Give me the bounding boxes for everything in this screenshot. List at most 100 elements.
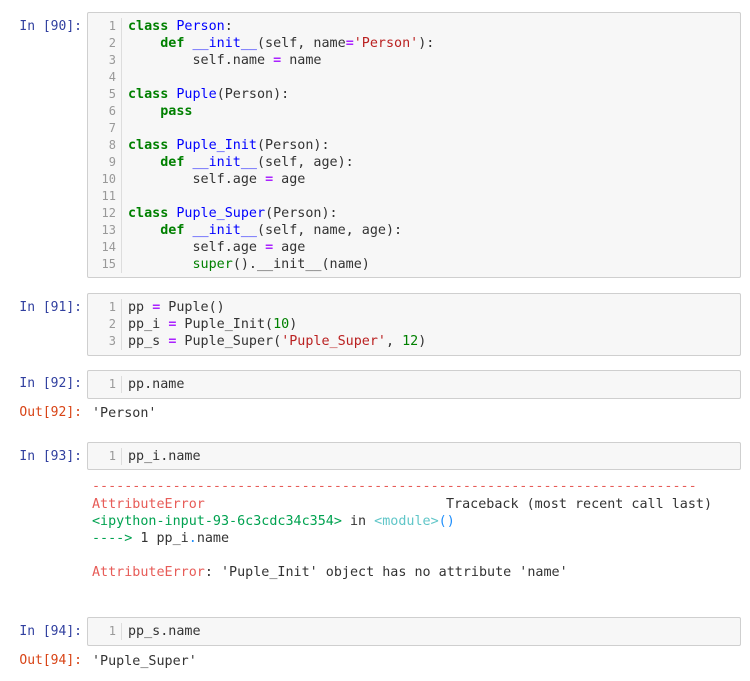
code-token: __init__ [192, 223, 258, 238]
traceback-arrow-line: ----> 1 pp_i.name [92, 530, 229, 547]
code-token: pp [128, 300, 153, 315]
code-line[interactable]: 15 super().__init__(name) [88, 256, 740, 273]
line-number: 4 [88, 69, 122, 86]
code-cell[interactable]: 1 pp.name [87, 370, 741, 399]
code-token [128, 256, 193, 273]
code-line[interactable]: 4 [88, 69, 740, 86]
code-token: : [224, 19, 233, 34]
line-number: 2 [88, 316, 122, 333]
code-token: age [273, 172, 306, 187]
code-token: (Person): [265, 206, 338, 221]
code-token: = [168, 334, 177, 349]
code-token [128, 222, 160, 239]
code-token: class [128, 19, 169, 34]
code-token [168, 205, 176, 222]
code-token: (Person): [216, 87, 290, 102]
code-token: class [128, 138, 169, 153]
output-prompt: Out[94]: [19, 653, 82, 668]
code-token: = [168, 317, 177, 332]
parens: () [438, 514, 455, 529]
output-prompt: Out[92]: [19, 405, 82, 420]
code-line[interactable]: 11 [88, 188, 740, 205]
line-number: 3 [88, 333, 122, 350]
code-token: self.age [128, 172, 266, 187]
code-token: class [128, 206, 169, 221]
code-line[interactable]: 1 pp.name [88, 376, 740, 393]
code-line[interactable]: 6 pass [88, 103, 740, 120]
code-token: name [281, 53, 322, 68]
code-token: age [273, 240, 306, 255]
line-number: 5 [88, 86, 122, 103]
arrow-rest: name [196, 531, 230, 546]
line-number: 8 [88, 137, 122, 154]
line-number: 2 [88, 35, 122, 52]
code-token: def [160, 223, 185, 238]
code-line[interactable]: 9 def __init__(self, age): [88, 154, 740, 171]
code-line[interactable]: 13 def __init__(self, name, age): [88, 222, 740, 239]
line-number: 9 [88, 154, 122, 171]
cell-prompt: In [92]: [19, 376, 82, 391]
code-token: 'Puple_Super' [281, 334, 386, 349]
code-line[interactable]: 3 self.name = name [88, 52, 740, 69]
code-line[interactable]: 14 self.age = age [88, 239, 740, 256]
code-token: Puple_Init( [176, 317, 274, 332]
code-line[interactable]: 2 def __init__(self, name='Person'): [88, 35, 740, 52]
code-token: = [265, 172, 274, 187]
input-ref: <ipython-input-93-6c3cdc34c354> [92, 514, 342, 529]
code-line[interactable]: 7 [88, 120, 740, 137]
cell-prompt: In [90]: [19, 19, 82, 34]
output-text: 'Person' [92, 406, 157, 421]
final-error-msg: : 'Puple_Init' object has no attribute '… [204, 565, 568, 580]
code-token: self.name [128, 53, 274, 68]
line-number: 15 [88, 256, 122, 273]
code-token: (self, name, age): [257, 223, 403, 238]
line-number: 1 [88, 376, 122, 393]
traceback-location: <ipython-input-93-6c3cdc34c354> in <modu… [92, 513, 455, 530]
output-text: 'Puple_Super' [92, 654, 197, 669]
code-token [128, 103, 160, 120]
code-token [184, 35, 192, 52]
code-token: __init__ [192, 36, 258, 51]
line-number: 13 [88, 222, 122, 239]
code-token: 'Person' [353, 36, 419, 51]
arrow-dot: . [188, 531, 197, 546]
code-token: 10 [273, 317, 290, 332]
line-number: 1 [88, 448, 122, 465]
error-message: AttributeError: 'Puple_Init' object has … [92, 564, 568, 581]
code-token: pp.name [128, 377, 185, 392]
code-token: = [345, 36, 354, 51]
code-token: Puple_Super( [176, 334, 282, 349]
cell-prompt: In [93]: [19, 449, 82, 464]
line-number: 10 [88, 171, 122, 188]
code-token: pp_i [128, 317, 169, 332]
code-token [128, 35, 160, 52]
code-token [184, 222, 192, 239]
code-token [168, 137, 176, 154]
code-token: pp_s.name [128, 624, 201, 639]
line-number: 7 [88, 120, 122, 137]
code-token: __init__ [192, 155, 258, 170]
code-token: Puple_Init [176, 138, 257, 153]
code-token: class [128, 87, 169, 102]
code-line[interactable]: 10 self.age = age [88, 171, 740, 188]
code-token: ): [418, 36, 435, 51]
code-token: def [160, 36, 185, 51]
code-token: def [160, 155, 185, 170]
code-token: Puple_Super [176, 206, 266, 221]
code-token: ().__init__(name) [232, 257, 370, 272]
code-token: pp_s [128, 334, 169, 349]
code-token: pass [160, 104, 193, 119]
